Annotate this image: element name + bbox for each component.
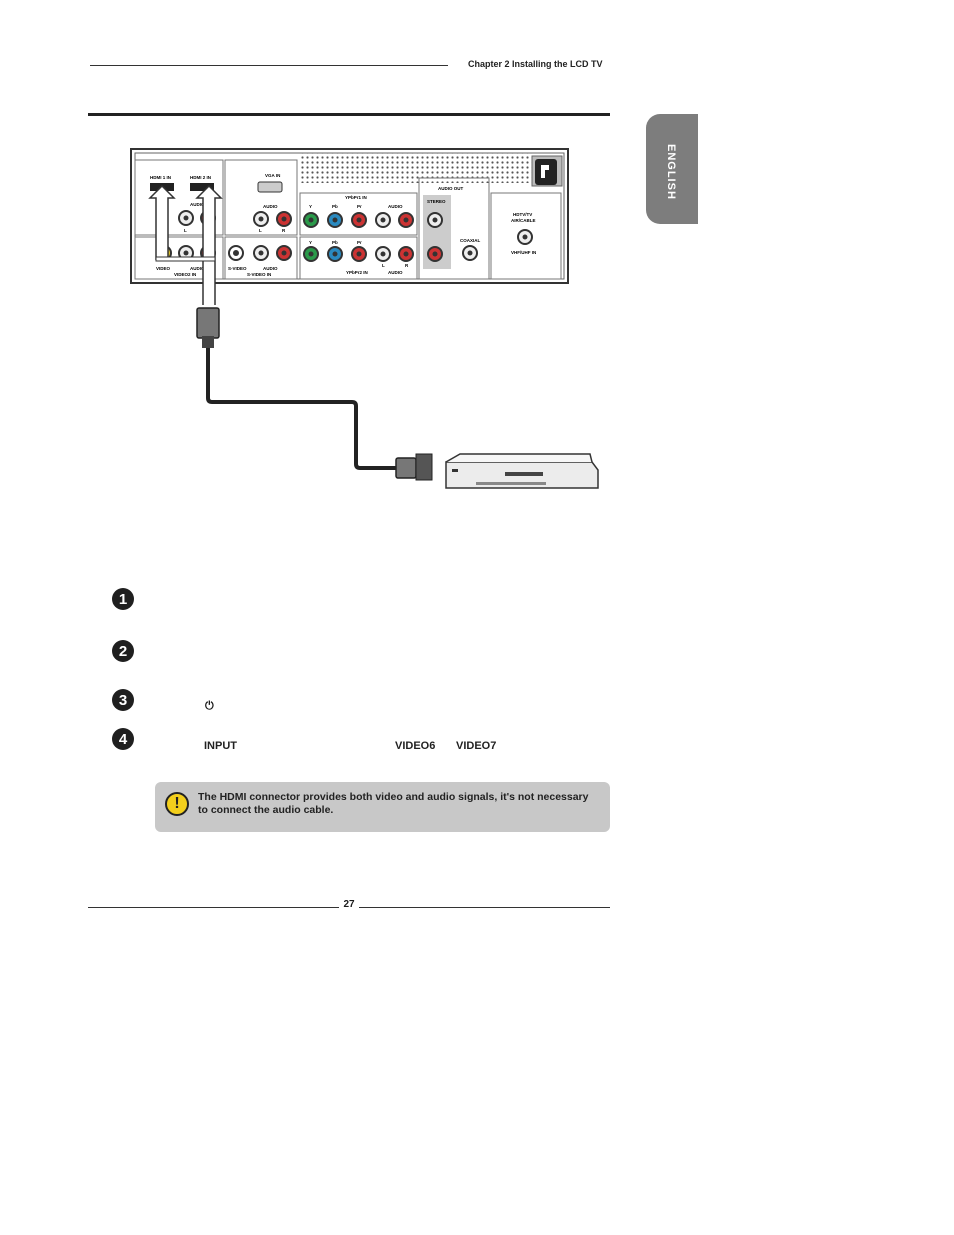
step-3-number: 3 bbox=[112, 689, 134, 711]
svg-text:S-VIDEO: S-VIDEO bbox=[228, 266, 247, 271]
svg-text:R: R bbox=[405, 263, 409, 268]
language-tab-label: ENGLISH bbox=[665, 144, 677, 200]
svg-text:AUDIO: AUDIO bbox=[263, 266, 278, 271]
svg-text:Pr: Pr bbox=[357, 204, 362, 209]
svg-text:Y: Y bbox=[309, 204, 312, 209]
power-socket-icon bbox=[535, 159, 557, 185]
svg-text:R: R bbox=[282, 228, 286, 233]
svg-text:AUDIO: AUDIO bbox=[388, 270, 403, 275]
video6-label: VIDEO6 bbox=[395, 740, 436, 752]
cable-arrow-hdmi2 bbox=[195, 184, 223, 305]
svg-text:Pb: Pb bbox=[332, 240, 338, 245]
language-tab: ENGLISH bbox=[646, 114, 698, 224]
video7-label: VIDEO7 bbox=[456, 740, 497, 752]
svg-text:AUDIO OUT: AUDIO OUT bbox=[438, 186, 464, 191]
connection-diagram: HDMI 1 IN HDMI 2 IN AUDIO L VIDEO AUDIO … bbox=[130, 148, 599, 489]
svg-text:STEREO: STEREO bbox=[427, 199, 446, 204]
svg-text:AIR/CABLE: AIR/CABLE bbox=[511, 218, 536, 223]
vga-port bbox=[257, 181, 283, 193]
svg-text:COAXIAL: COAXIAL bbox=[460, 238, 481, 243]
step-4-number: 4 bbox=[112, 728, 134, 750]
svg-text:L: L bbox=[184, 228, 187, 233]
cable bbox=[206, 348, 396, 470]
svg-text:VIDEO: VIDEO bbox=[156, 266, 171, 271]
power-icon: ⏻ bbox=[205, 700, 214, 712]
header-rule bbox=[90, 65, 448, 66]
note-text: The HDMI connector provides both video a… bbox=[198, 791, 589, 816]
exclamation-icon: ! bbox=[165, 792, 189, 816]
section-rule bbox=[88, 113, 610, 116]
input-key-label: INPUT bbox=[204, 740, 237, 752]
svg-text:AUDIO: AUDIO bbox=[190, 202, 205, 207]
hdmi1-label: HDMI 1 IN bbox=[150, 175, 171, 180]
svg-text:VIDEO2 IN: VIDEO2 IN bbox=[174, 272, 196, 277]
dvi-connector-bottom bbox=[395, 457, 417, 479]
hdmi2-port bbox=[190, 183, 214, 191]
svg-text:Pb: Pb bbox=[332, 204, 338, 209]
svg-text:Pr: Pr bbox=[357, 240, 362, 245]
svg-text:L: L bbox=[382, 263, 385, 268]
svg-text:Y: Y bbox=[309, 240, 312, 245]
dvi-connector-top bbox=[196, 307, 220, 339]
svg-text:VGA IN: VGA IN bbox=[265, 173, 280, 178]
svg-text:YPbPr2 IN: YPbPr2 IN bbox=[346, 270, 368, 275]
vent-grille bbox=[300, 153, 532, 183]
svg-text:YPbPr1 IN: YPbPr1 IN bbox=[345, 195, 367, 200]
svg-text:VHF/UHF IN: VHF/UHF IN bbox=[511, 250, 536, 255]
cable-arrow-hdmi1 bbox=[148, 184, 176, 260]
svg-text:S-VIDEO IN: S-VIDEO IN bbox=[247, 272, 271, 277]
svg-text:AUDIO: AUDIO bbox=[263, 204, 278, 209]
note-box: ! The HDMI connector provides both video… bbox=[155, 782, 610, 832]
svg-text:HDTV/TV: HDTV/TV bbox=[513, 212, 532, 217]
svg-text:AUDIO: AUDIO bbox=[388, 204, 403, 209]
page-number: 27 bbox=[343, 899, 355, 910]
hdmi2-label: HDMI 2 IN bbox=[190, 175, 211, 180]
chapter-title: Chapter 2 Installing the LCD TV bbox=[468, 59, 603, 69]
footer-rule-left bbox=[88, 907, 339, 908]
svg-text:L: L bbox=[259, 228, 262, 233]
svg-text:AUDIO: AUDIO bbox=[190, 266, 205, 271]
footer-rule-right bbox=[359, 907, 610, 908]
step-2-number: 2 bbox=[112, 640, 134, 662]
step-1-number: 1 bbox=[112, 588, 134, 610]
